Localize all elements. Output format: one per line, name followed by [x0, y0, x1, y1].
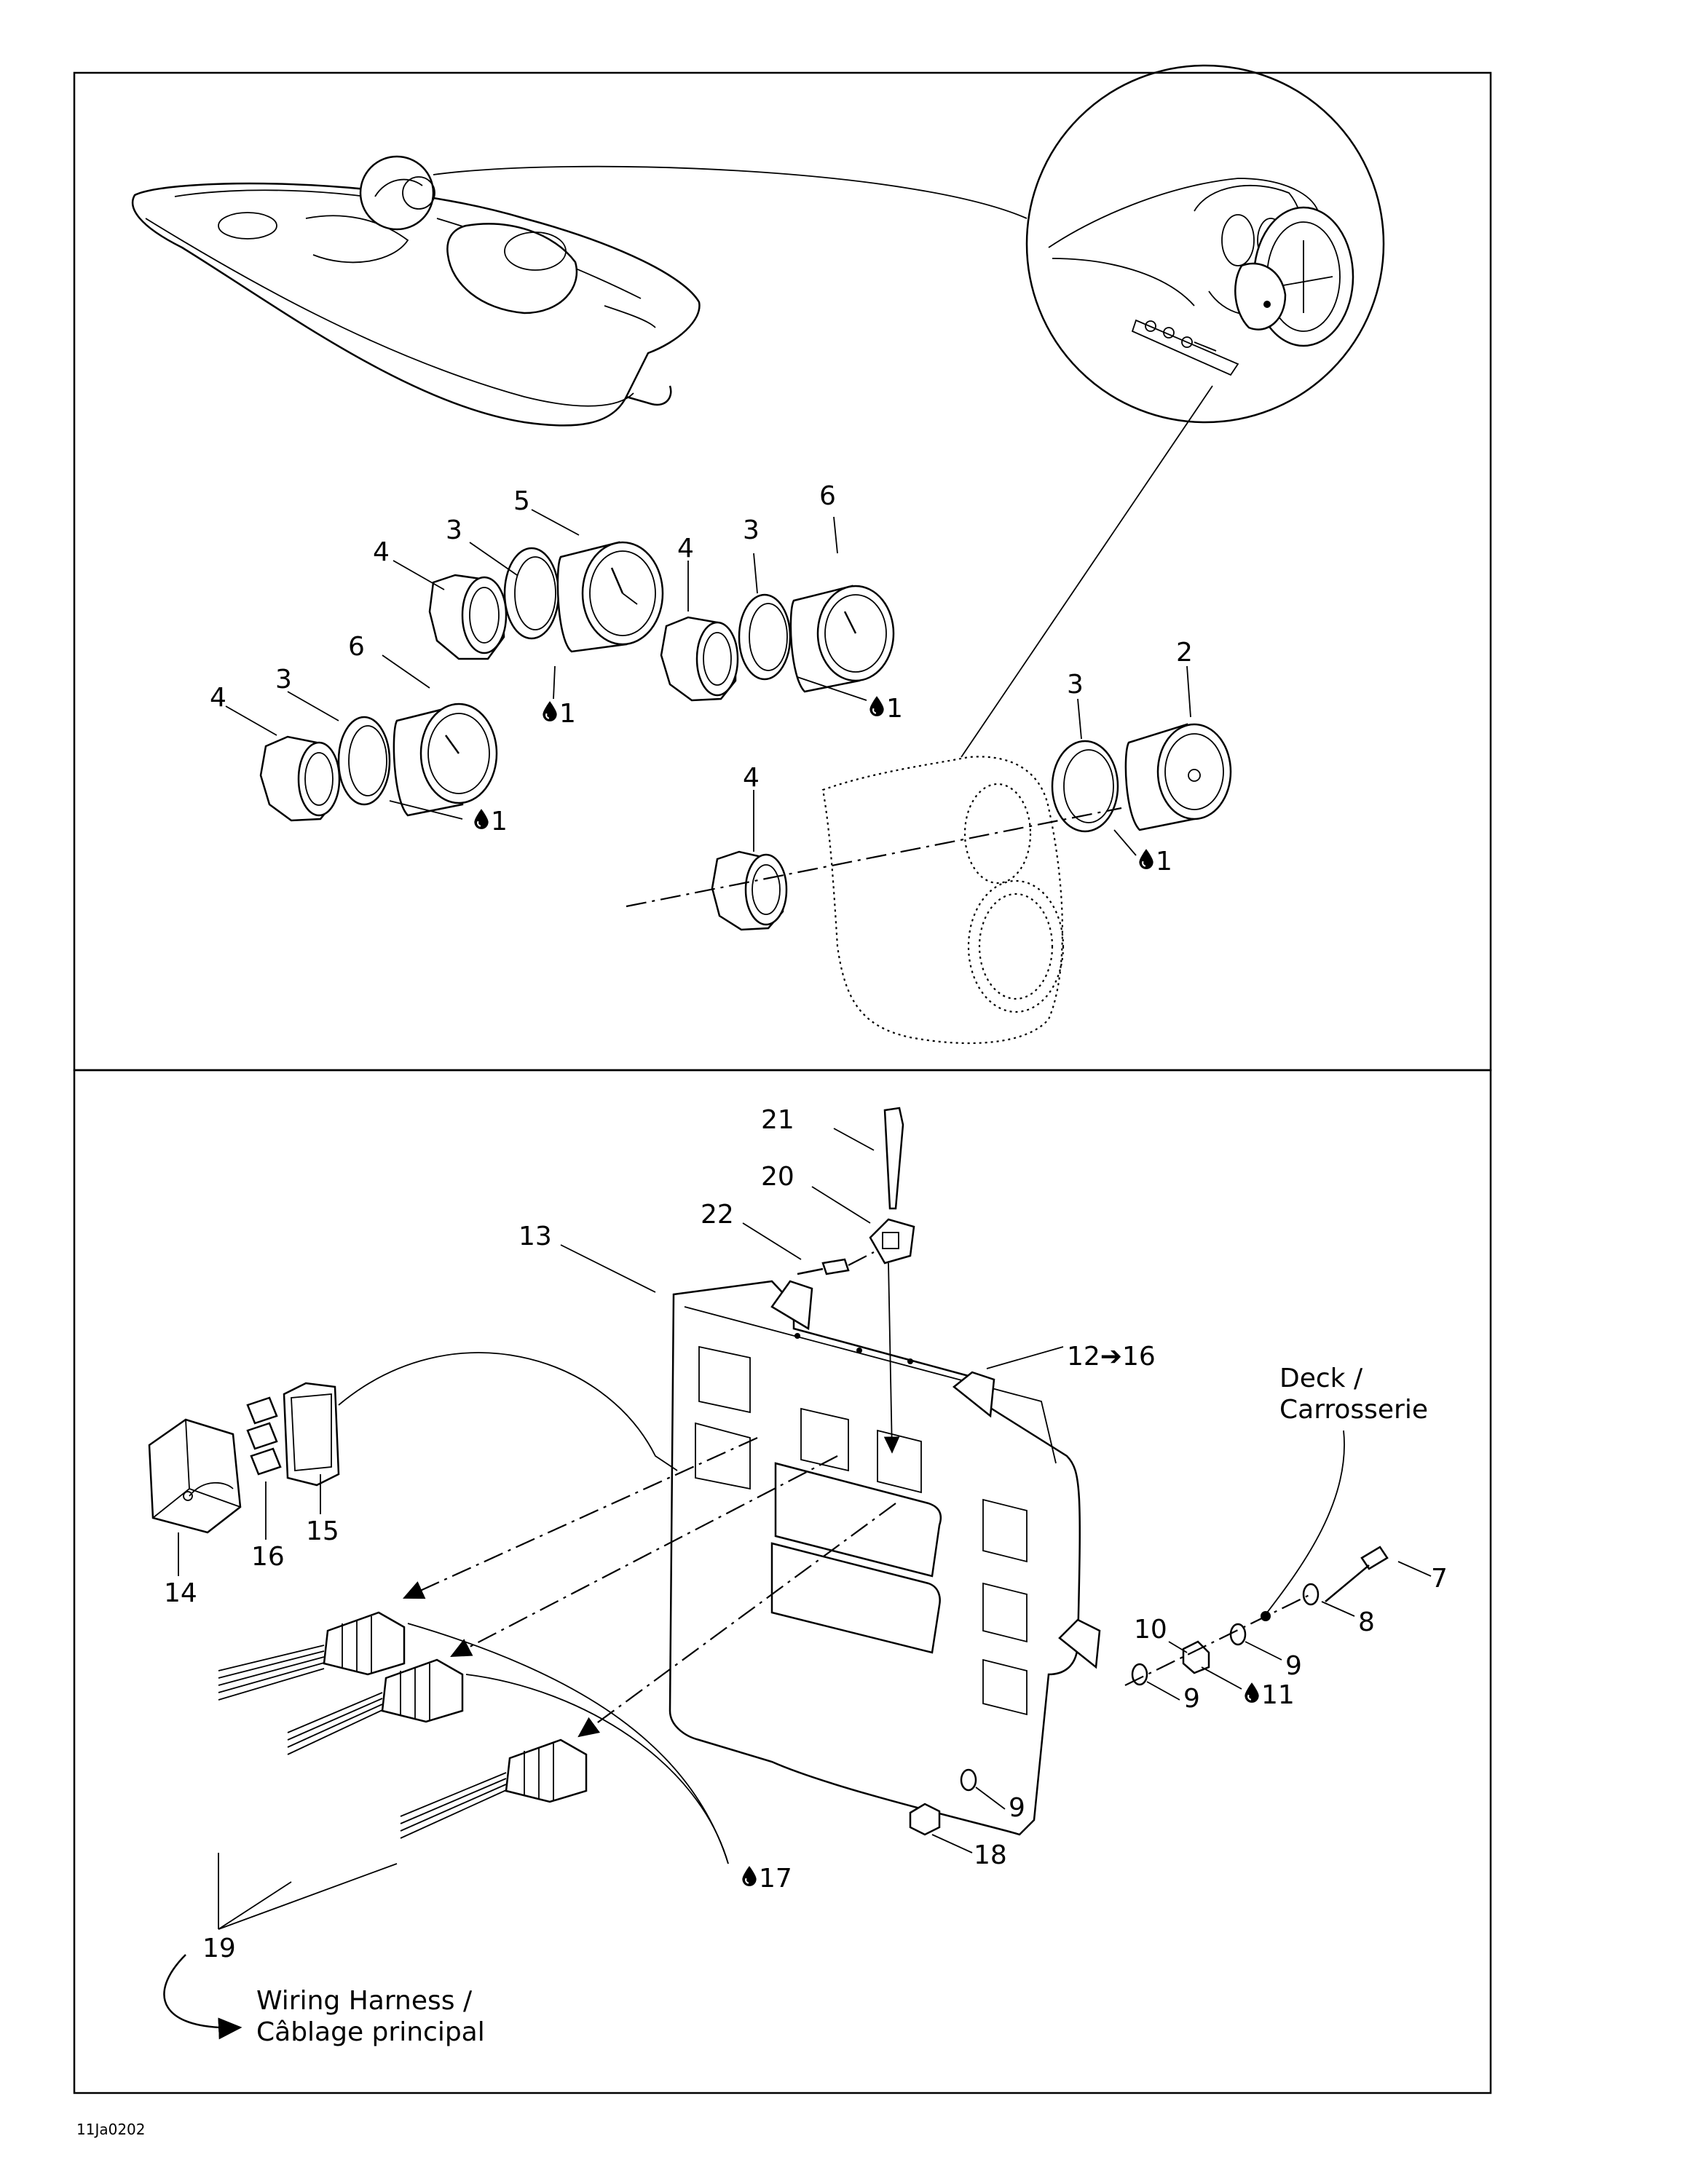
callout-12: 12➔16 — [1067, 1342, 1156, 1372]
callout-1: 1 — [491, 807, 508, 836]
callout-3: 3 — [1067, 670, 1084, 700]
callout-18: 18 — [974, 1840, 1007, 1870]
callout-1: 1 — [1156, 847, 1172, 877]
upper-leaders — [225, 509, 1191, 856]
callout-5: 5 — [513, 486, 530, 516]
boat-illustration — [131, 155, 701, 427]
grease-drop-icon — [473, 808, 489, 830]
grease-drop-icon — [741, 1865, 757, 1887]
holder-arrow — [883, 1262, 900, 1454]
ground-nut — [1182, 1640, 1210, 1674]
cable-tie — [883, 1107, 904, 1210]
callout-9: 9 — [1009, 1793, 1025, 1823]
gauge-speedometer-left — [393, 703, 498, 817]
callout-1: 1 — [559, 699, 576, 729]
harness-label-fr: Câblage principal — [256, 2017, 485, 2047]
lower-leaders — [178, 1128, 1432, 1930]
callout-22: 22 — [701, 1200, 734, 1230]
bezel-nut-upper-right — [660, 616, 739, 702]
callout-15: 15 — [306, 1516, 339, 1546]
seal-ring-left — [337, 716, 391, 806]
conn-axis-1 — [402, 1436, 758, 1599]
callout-1: 1 — [886, 694, 903, 724]
callout-10: 10 — [1134, 1615, 1167, 1645]
callout-19: 19 — [202, 1934, 236, 1963]
seal-ring-upper-left — [503, 547, 560, 640]
cover-leader — [338, 1352, 678, 1471]
callout-17: 17 — [759, 1864, 792, 1894]
deck-label-fr: Carrosserie — [1279, 1395, 1428, 1425]
bezel-nut-upper-left — [428, 574, 508, 660]
gauge-speedometer-right — [789, 585, 895, 693]
conn-axis-2 — [450, 1455, 838, 1658]
callout-6: 6 — [819, 481, 836, 511]
callout-4: 4 — [210, 683, 226, 713]
lower-panel-frame — [73, 1069, 1492, 2094]
deck-leader — [1266, 1430, 1345, 1613]
callout-7: 7 — [1431, 1564, 1448, 1594]
callout-11: 11 — [1261, 1680, 1295, 1710]
console-leader — [961, 385, 1213, 758]
grease-drop-icon — [869, 695, 885, 717]
tie-holder — [869, 1218, 915, 1265]
seal-ring-upper-right — [738, 593, 792, 681]
fuse-box-bracket — [669, 1280, 1101, 1836]
callout-6: 6 — [348, 632, 365, 662]
callout-9: 9 — [1285, 1651, 1302, 1681]
flat-washer-bracket — [960, 1768, 977, 1792]
connector-3 — [400, 1738, 588, 1839]
callout-13: 13 — [518, 1222, 552, 1251]
harness-arrow — [163, 1954, 242, 2040]
callout-4: 4 — [677, 534, 694, 563]
drawing-code: 11Ja0202 — [76, 2121, 146, 2138]
relay-block — [148, 1418, 242, 1534]
console-axis — [626, 807, 1122, 908]
grease-drop-icon — [1244, 1682, 1260, 1704]
lock-washer — [1302, 1583, 1320, 1606]
bezel-nut-left — [259, 735, 341, 822]
callout-14: 14 — [164, 1578, 197, 1608]
callout-20: 20 — [761, 1162, 794, 1192]
fuse-holder-cover — [283, 1382, 340, 1487]
callout-3: 3 — [275, 665, 292, 695]
bracket-nut — [909, 1803, 941, 1836]
grease-drop-icon — [542, 700, 558, 722]
conn-axis-3 — [577, 1503, 896, 1738]
gauge-tachometer — [556, 541, 664, 653]
callout-16: 16 — [251, 1542, 285, 1572]
connector-1 — [218, 1611, 406, 1701]
callout-4: 4 — [743, 763, 760, 793]
callout-9: 9 — [1183, 1684, 1200, 1714]
rivet — [797, 1258, 850, 1275]
callout-3: 3 — [743, 515, 760, 545]
harness-label: Wiring Harness / — [256, 1986, 473, 2016]
dashboard-detail-circle — [1025, 64, 1385, 424]
seal-ring-console — [1051, 740, 1119, 833]
grease-drop-icon — [1138, 848, 1154, 870]
callout-4: 4 — [373, 537, 390, 567]
deck-label: Deck / — [1279, 1364, 1363, 1393]
zoom-leader — [433, 165, 1028, 219]
callout-21: 21 — [761, 1105, 794, 1135]
fuse-set — [246, 1396, 282, 1476]
holder-axis — [848, 1251, 875, 1266]
grease-leader-17b — [465, 1674, 729, 1864]
callout-3: 3 — [446, 515, 462, 545]
bolt — [1325, 1546, 1389, 1602]
callout-2: 2 — [1176, 638, 1193, 668]
callout-8: 8 — [1358, 1607, 1375, 1637]
ground-point — [1261, 1611, 1271, 1621]
connector-2 — [287, 1658, 464, 1755]
gauge-fuel — [1124, 723, 1232, 831]
dashboard-console — [821, 756, 1065, 1045]
bezel-nut-console — [711, 850, 788, 931]
